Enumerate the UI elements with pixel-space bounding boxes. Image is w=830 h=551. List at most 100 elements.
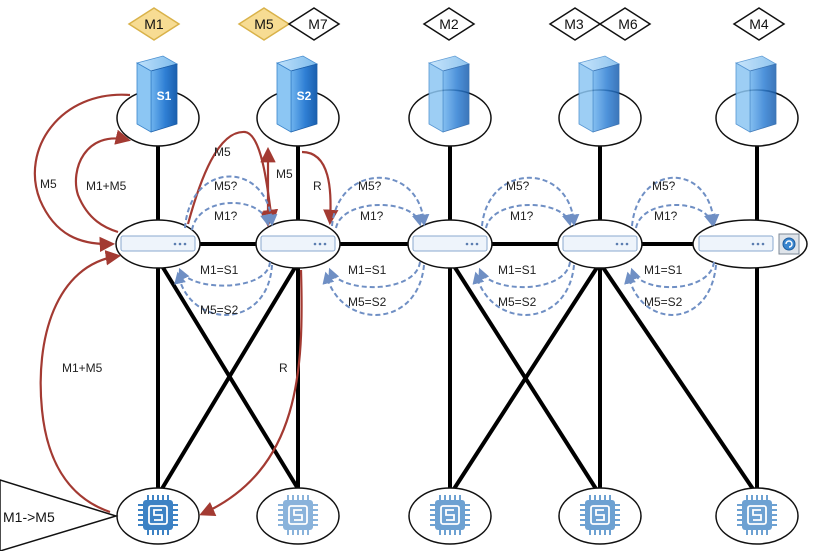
chip-node-3 [408,487,492,545]
label-m5-mid: M5 [214,145,231,159]
arrow-query-m5-3 [481,176,580,227]
arrow-answer-m1-4 [629,261,715,288]
label-answer-m5-1: M5=S2 [200,303,239,317]
message-m4: M4 [732,7,786,41]
arrow-query-m1-3 [485,204,574,229]
arrow-answer-m5-4 [624,264,717,316]
label-query-m5-4: M5? [652,179,676,193]
switch-node-1 [115,219,201,269]
message-m7: M7 [287,7,341,41]
blue-arrows [174,175,720,316]
message-m5: M5 [237,7,291,41]
label-query-m5-1: M5? [214,179,238,193]
links [156,145,759,494]
client-request: M1->M5 [0,479,119,551]
message-m3-label: M3 [564,16,584,32]
label-m5-side: M5 [276,167,293,181]
switch-icon [260,235,336,252]
message-m1: M1 [127,7,181,41]
switch-node-2 [255,219,341,269]
arrow-answer-m1-1 [178,261,271,287]
switch-icon [412,235,488,252]
label-query-m1-3: M1? [510,209,534,223]
message-m4-label: M4 [749,16,769,32]
server-node-s2: S2 [256,55,340,147]
arrow-query-m5-1 [184,175,278,229]
switch-icon [698,235,774,252]
label-answer-m5-2: M5=S2 [348,295,387,309]
label-answer-m1-3: M1=S1 [498,263,537,277]
server-node-s1: S1 [116,55,200,147]
switch-node-4 [557,219,643,269]
switch-nodes [115,219,808,269]
chip-node-1 [116,487,200,545]
label-m5-outer: M5 [40,177,57,191]
label-answer-m1-1: M1=S1 [200,263,239,277]
label-answer-m5-4: M5=S2 [644,295,683,309]
chip-nodes [116,487,799,545]
label-r-bottom: R [279,361,288,375]
message-m6: M6 [598,7,652,41]
server-node-4 [558,55,642,147]
chip-node-2 [256,487,340,545]
client-request-label: M1->M5 [3,509,55,525]
label-query-m1-2: M1? [360,209,384,223]
message-markers: M1 M5 M7 M2 M3 M6 M4 [127,7,786,41]
arrow-answer-m1-3 [478,261,571,288]
arrow-labels: M5 M1+M5 M1+M5 M5 M5 R R M5? M1? M1=S1 M… [40,145,683,375]
server-icon [734,55,778,133]
chip-icon [278,495,318,535]
arrow-answer-m1-2 [328,261,421,288]
label-answer-m1-2: M1=S1 [348,263,387,277]
server-node-5 [715,55,799,147]
server-label-s2: S2 [297,89,312,103]
server-icon [427,55,471,133]
switch-icon [562,235,638,252]
label-query-m1-4: M1? [654,209,678,223]
server-nodes: S1 S2 [116,55,799,147]
label-answer-m5-3: M5=S2 [498,295,537,309]
message-m5-label: M5 [254,16,274,32]
message-m2-label: M2 [439,16,459,32]
arrow-r-bottom [199,269,303,516]
arrow-m5-outer [33,93,131,253]
label-r-top: R [313,179,322,193]
message-m1-label: M1 [144,16,164,32]
label-query-m5-3: M5? [506,179,530,193]
message-m7-label: M7 [308,16,328,32]
server-node-3 [408,55,492,147]
arrow-m1-plus-m5-bottom [39,250,122,514]
message-m6-label: M6 [618,16,638,32]
label-answer-m1-4: M1=S1 [644,263,683,277]
red-arrows [33,93,339,516]
label-m1-plus-m5-bottom: M1+M5 [62,361,103,375]
server-icon [577,55,621,133]
chip-node-5 [715,487,799,545]
arrow-answer-m5-3 [472,264,575,316]
arrow-answer-m5-1 [174,264,273,316]
label-m1-plus-m5-top: M1+M5 [86,179,127,193]
chip-icon [430,495,470,535]
chip-icon [580,495,620,535]
chip-icon [737,495,777,535]
arrow-query-m5-2 [331,176,430,227]
chip-icon [138,495,178,535]
chip-node-4 [558,487,642,545]
message-m3: M3 [548,7,602,41]
arrow-r-top [301,150,339,226]
switch-node-5 [692,219,808,269]
label-query-m1-1: M1? [214,209,238,223]
server-icon [135,55,179,133]
switch-node-3 [407,219,493,269]
label-query-m5-2: M5? [358,179,382,193]
arrow-query-m1-1 [191,202,272,231]
arrow-query-m1-4 [635,204,716,229]
message-m2: M2 [422,7,476,41]
server-icon [275,55,319,133]
arrow-m1-plus-m5-top [74,129,132,234]
switch-icon [120,235,196,252]
refresh-icon [778,233,800,255]
arrow-answer-m5-2 [322,264,425,316]
arrow-query-m1-2 [335,204,424,229]
